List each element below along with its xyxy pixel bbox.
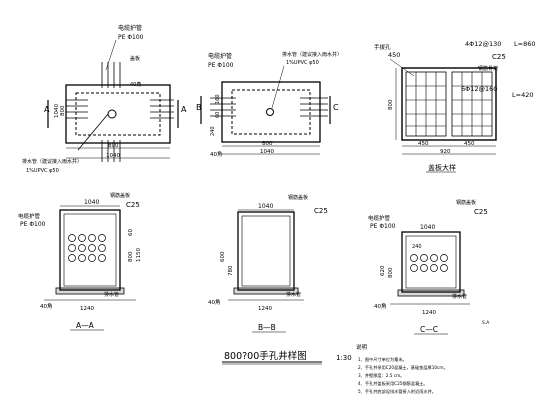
aa-dim-h1: 800	[128, 251, 134, 262]
section-mark-a-right: A	[181, 105, 187, 114]
section-cc: 电缆护管 PE Φ100 1040 钢筋盖板 C25 240 620 800 排…	[368, 199, 490, 335]
cover-rebar-top: 4Φ12@130	[465, 40, 501, 48]
section-mark-a-left: A	[44, 105, 50, 114]
aa-cover-label: 钢筋盖板	[110, 192, 130, 199]
notes-title: 说明	[356, 343, 368, 351]
bb-dim-bottom: 1240	[258, 306, 272, 312]
section-mark-c: C	[333, 103, 339, 112]
cc-dim-h2: 800	[388, 267, 394, 278]
drawing-scale: 1:30	[336, 354, 352, 362]
note-2: 2、手孔井采用C20混凝土，基础垫层厚10cm。	[358, 364, 448, 371]
cc-dim-h1: 620	[380, 265, 386, 276]
cover-detail: 手拔孔 450 4Φ12@130 L=860 C25 钢筋骨架 6Φ12@160…	[374, 40, 535, 173]
plan-left-pipe-label: 电缆护管	[118, 24, 142, 32]
cover-dim-side: 800	[388, 99, 394, 110]
aa-pipe-label: 电缆护管	[18, 212, 41, 220]
cover-handle-label: 手拔孔	[374, 43, 391, 51]
note-5: 5、手孔井底部设排水管接入附近雨水井。	[358, 388, 436, 395]
plan-left-dim-inner-w: 800	[108, 143, 119, 149]
note-3: 3、井壁厚度：2.5 cm。	[358, 372, 404, 379]
cc-angle-label: 40角	[374, 302, 387, 310]
plan-mid-dim-v3: 160	[215, 94, 221, 104]
bb-dim-h1: 600	[220, 251, 226, 262]
cc-width-top: 1040	[420, 224, 435, 231]
plan-mid-dim-v: 240	[210, 126, 216, 136]
bb-angle-label: 40角	[208, 298, 221, 306]
aa-angle-label: 40角	[40, 302, 53, 310]
plan-left-drain-spec: 1%UPVC φ50	[26, 168, 59, 174]
plan-mid-drain-label: 排水管（建议接入雨水井）	[282, 51, 342, 58]
cover-dim-bottom-total: 920	[440, 149, 451, 155]
cc-dim-bottom: 1240	[422, 310, 436, 316]
bb-cover-label: 钢筋盖板	[288, 194, 308, 201]
plan-mid: B C 电缆护管 PE Φ100 排水管（建议接入雨水井） 1%UPVC φ50…	[196, 51, 342, 158]
section-mark-b: B	[196, 103, 202, 112]
aa-pipe-spec: PE Φ100	[20, 221, 46, 228]
cc-label: C—C	[420, 325, 438, 334]
bb-dim-h2: 780	[228, 265, 234, 276]
bb-width-total: 1040	[258, 203, 273, 210]
bb-concrete: C25	[314, 207, 328, 215]
aa-concrete: C25	[126, 201, 140, 209]
aa-drain-label: 排水管	[104, 291, 119, 298]
cc-concrete: C25	[474, 208, 488, 216]
plan-left-angle-label: 40角	[130, 81, 141, 88]
footer: 800?00手孔井样图 1:30 说明 1、图中尺寸单位为毫米。 2、手孔井采用…	[222, 343, 448, 395]
plan-mid-pipe-spec: PE Φ100	[208, 62, 234, 69]
cover-rebar-side: 6Φ12@160	[461, 85, 497, 93]
aa-width-total: 1040	[84, 199, 99, 206]
cover-dim-bottom-2: 450	[464, 141, 475, 147]
plan-left-drain-label: 排水管（建议接入雨水井）	[22, 158, 82, 165]
aa-label: A—A	[76, 321, 95, 330]
cover-concrete: C25	[492, 53, 506, 61]
cc-pipe-spec: PE Φ100	[370, 223, 396, 230]
plan-mid-dim-w: 1040	[260, 149, 274, 155]
plan-left-dim-h-outer: 1040	[54, 104, 60, 118]
plan-mid-drain-spec: 1%UPVC φ50	[286, 60, 319, 66]
cc-cover-label: 钢筋盖板	[456, 199, 476, 206]
cc-dim-inner: 240	[412, 244, 422, 250]
cover-handle-size: 450	[388, 51, 400, 59]
cover-dim-bottom-1: 450	[418, 141, 429, 147]
bb-drain-label: 排水管	[286, 291, 301, 298]
note-4: 4、手孔井盖板采用C25钢筋混凝土。	[358, 380, 428, 387]
bb-label: B—B	[258, 323, 276, 332]
cover-len-side: L=420	[512, 91, 533, 99]
cover-title: 盖板大样	[428, 163, 456, 172]
aa-dim-h2: 60	[128, 229, 134, 236]
plan-left-dim-h-inner: 800	[60, 105, 66, 116]
aa-dim-h3: 1150	[136, 248, 142, 262]
note-1: 1、图中尺寸单位为毫米。	[358, 356, 407, 363]
plan-left: A A 电缆护管 PE Φ100 盖板 40角 排水管（建议接入雨水井） 1%U…	[22, 24, 187, 174]
plan-mid-angle-label: 40角	[210, 150, 223, 158]
section-bb: 1040 钢筋盖板 C25 600 780 排水管 40角 1240 B—B	[208, 194, 328, 333]
plan-left-pipe-spec: PE Φ100	[118, 34, 144, 41]
cc-drain-label: 排水管	[452, 293, 467, 300]
plan-mid-dim-inner: 800	[262, 141, 273, 147]
plan-left-dim-total-w: 1040	[106, 153, 120, 159]
cover-steel-label: 钢筋骨架	[478, 65, 498, 72]
section-aa: 1040 电缆护管 PE Φ100 钢筋盖板 C25 40角 排水管 800 6…	[18, 192, 142, 331]
cc-pipe-label: 电缆护管	[368, 214, 391, 222]
plan-mid-dim-v2: 60	[215, 112, 221, 118]
cover-len-top: L=860	[514, 40, 535, 48]
plan-left-cover-label: 盖板	[130, 55, 140, 62]
aa-dim-bottom: 1240	[80, 306, 94, 312]
plan-mid-pipe-label: 电缆护管	[208, 52, 232, 60]
drawing-title: 800?00手孔井样图	[224, 350, 307, 362]
cc-small-note: S.A	[482, 320, 490, 326]
